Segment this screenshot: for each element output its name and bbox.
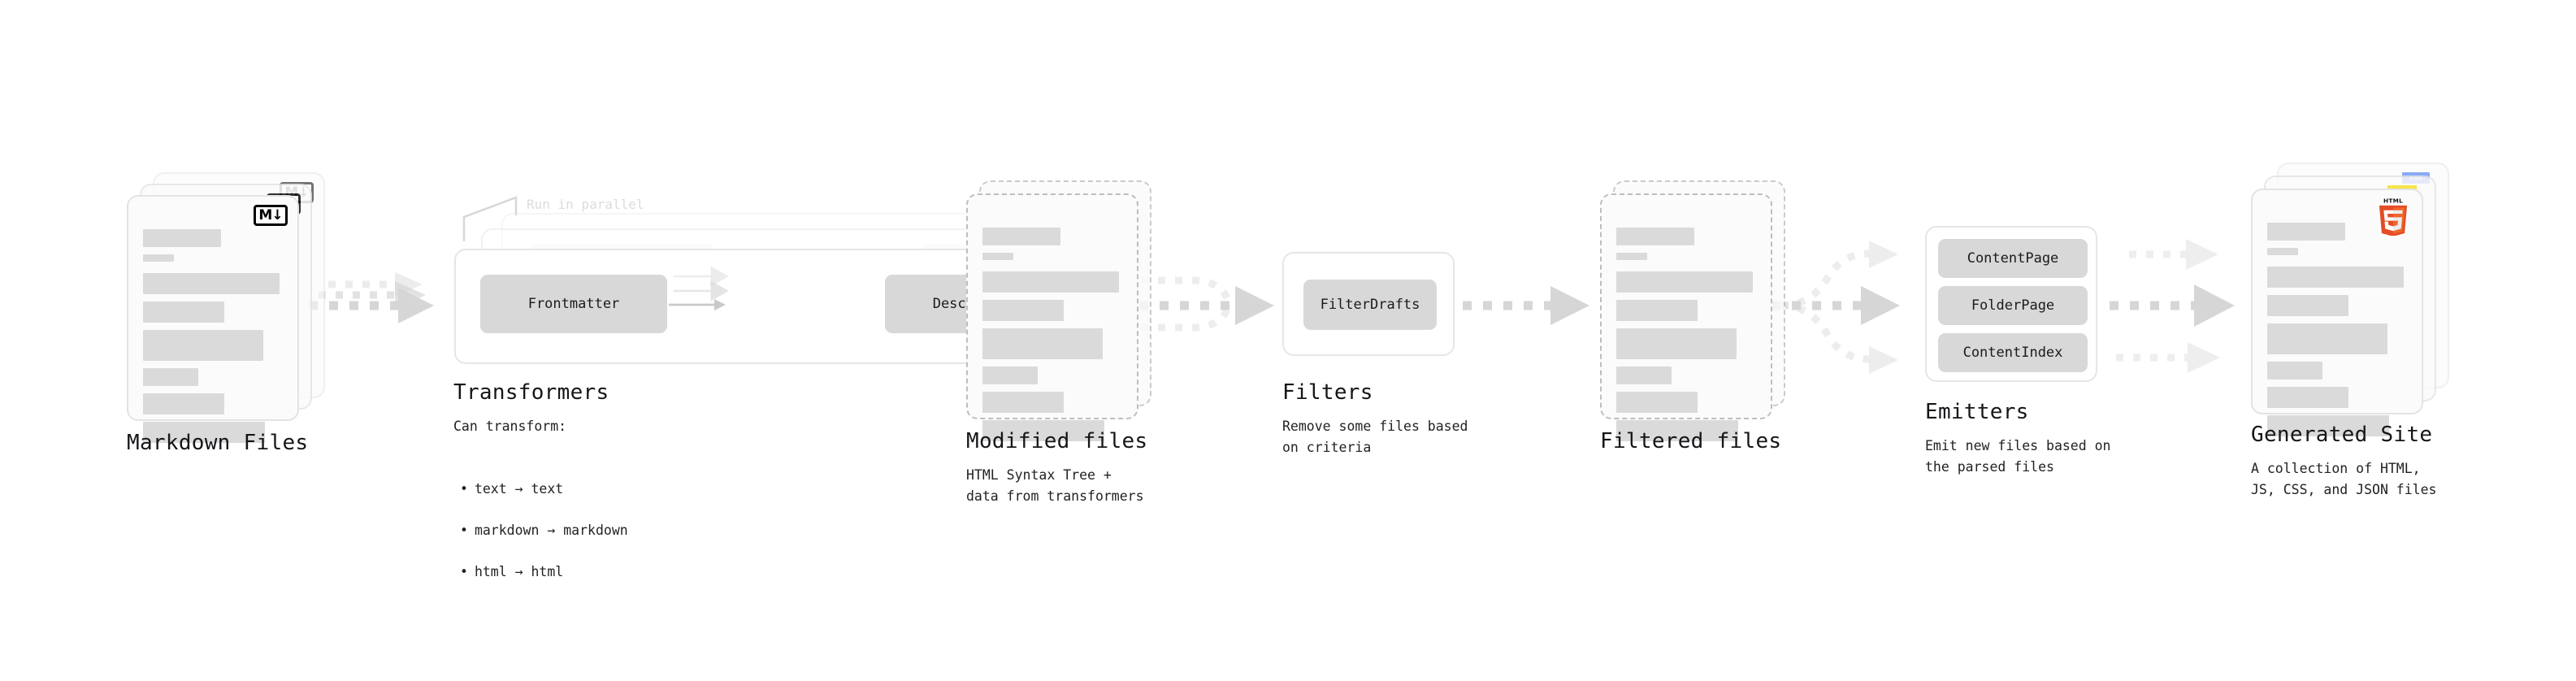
bullet-html: html → html: [460, 562, 628, 583]
html5-icon: HTML: [2379, 197, 2408, 236]
stage-title-markdown-files: Markdown Files: [127, 431, 309, 455]
chip-frontmatter[interactable]: Frontmatter: [480, 275, 667, 333]
skeleton-bar: [2267, 362, 2322, 380]
chip-filterdrafts[interactable]: FilterDrafts: [1303, 280, 1437, 330]
modified-card-front: [966, 193, 1138, 441]
skeleton-bar: [982, 271, 1119, 293]
skeleton-bar: [1616, 392, 1698, 413]
stage-title-modified-files: Modified files: [966, 429, 1148, 453]
modified-files-subtitle: HTML Syntax Tree + data from transformer…: [966, 467, 1144, 504]
skeleton-bar: [982, 392, 1064, 413]
connector-filtered-to-emitters: [1772, 241, 1900, 374]
skeleton-bar: [1616, 328, 1737, 359]
skeleton-bar: [982, 328, 1103, 359]
emitters-group: ContentPage FolderPage ContentIndex: [1925, 226, 2097, 382]
chip-contentpage[interactable]: ContentPage: [1938, 239, 2088, 278]
chip-contentindex[interactable]: ContentIndex: [1938, 333, 2088, 372]
stage-title-generated-site: Generated Site: [2251, 423, 2433, 447]
stage-title-emitters: Emitters: [1925, 400, 2029, 424]
generated-site-subtitle: A collection of HTML, JS, CSS, and JSON …: [2251, 461, 2437, 497]
skeleton-bar: [143, 393, 224, 414]
skeleton-bars: [143, 229, 284, 450]
skeleton-bar: [2267, 415, 2389, 436]
connector-filters-to-filtered: [1463, 286, 1589, 325]
skeleton-bar: [982, 228, 1060, 245]
skeleton-bar: [2267, 223, 2345, 241]
skeleton-bar: [1616, 271, 1753, 293]
inner-arrows: [669, 266, 729, 310]
skeleton-bar: [1616, 253, 1647, 260]
chip-folderpage[interactable]: FolderPage: [1938, 286, 2088, 325]
skeleton-bar: [143, 273, 280, 294]
connector-emitters-to-site: [2110, 239, 2235, 373]
stage-title-filters: Filters: [1282, 380, 1373, 405]
skeleton-bar: [143, 229, 221, 247]
skeleton-bars: [1616, 228, 1758, 449]
skeleton-bars: [2267, 223, 2409, 444]
filters-subtitle: Remove some files based on criteria: [1282, 419, 1468, 455]
skeleton-bar: [1616, 228, 1694, 245]
skeleton-bar: [143, 330, 263, 361]
skeleton-bar: [143, 301, 224, 323]
filtered-card-front: [1600, 193, 1772, 441]
skeleton-bar: [2267, 248, 2298, 255]
skeleton-bar: [982, 300, 1064, 321]
skeleton-bar: [1616, 420, 1738, 441]
skeleton-bar: [2267, 387, 2348, 408]
skeleton-bar: [143, 368, 198, 386]
markdown-card-front: M↓: [127, 195, 299, 443]
connector-md-to-transformers: [309, 272, 434, 323]
skeleton-bar: [2267, 323, 2387, 354]
skeleton-bar: [2267, 295, 2348, 316]
transformers-bullets: text → text markdown → markdown html → h…: [460, 437, 628, 624]
transformers-subtitle: Can transform:: [453, 419, 567, 434]
skeleton-bar: [2267, 267, 2404, 288]
skeleton-bar: [143, 422, 265, 443]
run-in-parallel-label: Run in parallel: [527, 197, 644, 212]
bullet-markdown: markdown → markdown: [460, 520, 628, 541]
skeleton-bars: [982, 228, 1124, 449]
filters-group: FilterDrafts: [1282, 252, 1455, 356]
skeleton-bar: [982, 367, 1038, 384]
stage-title-transformers: Transformers: [453, 380, 609, 405]
skeleton-bar: [143, 254, 174, 262]
markdown-icon: M↓: [254, 205, 288, 226]
skeleton-bar: [1616, 367, 1672, 384]
connector-modified-to-filters: [1139, 276, 1274, 332]
stage-title-filtered-files: Filtered files: [1600, 429, 1782, 453]
skeleton-bar: [982, 420, 1104, 441]
skeleton-bar: [982, 253, 1013, 260]
bullet-text: text → text: [460, 479, 628, 500]
site-card-front: HTML: [2251, 189, 2423, 436]
emitters-subtitle: Emit new files based on the parsed files: [1925, 438, 2111, 475]
skeleton-bar: [1616, 300, 1698, 321]
svg-text:HTML: HTML: [2383, 197, 2403, 205]
